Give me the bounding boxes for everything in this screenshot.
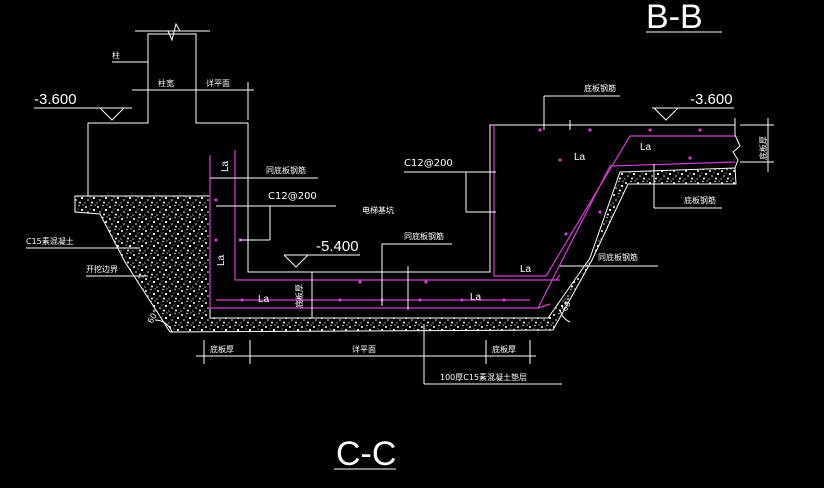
label-bottom-plate-rebar-top: 底板钢筋 [684,195,716,205]
la-label-7: La [640,142,652,153]
rebar-inner-right [493,125,735,277]
break-symbol-column [167,22,181,42]
elev-triangle-right [653,107,679,121]
angle-arc-left [154,319,173,333]
label-plate-thickness-mid: 底板厚 [294,284,304,308]
section-title-bb: B-B [646,0,703,36]
elev-triangle-pit [283,254,309,268]
label-detail-plan-top: 详平面 [206,78,230,88]
concrete-cushion [74,167,737,333]
label-dim-plate-left: 底板厚 [210,344,234,354]
label-rebar-spec-2: C12@200 [404,158,453,169]
rebar-hook [555,274,561,281]
la-label-1: La [220,160,231,172]
rebar-inner-left [234,150,560,281]
elev-triangle-left [99,107,125,121]
label-rebar-spec-1: C12@200 [268,191,317,202]
elevation-right-top: -3.600 [690,91,733,108]
label-c15-concrete: C15素混凝土 [26,236,74,246]
break-symbol-right [732,118,741,169]
rebar-end [537,303,551,309]
la-label-4: La [470,292,482,303]
foundation-outline [87,33,735,273]
la-label-3: La [258,294,270,305]
label-plate-thickness-right: 底板厚 [758,136,768,160]
label-same-plate-rebar-right: 同底板钢筋 [598,252,638,262]
label-dim-plate-right: 底板厚 [492,344,516,354]
elevation-left-top: -3.600 [34,91,77,108]
label-column-width: 柱宽 [158,78,174,88]
label-bottom-plate-rebar-right: 底板钢筋 [584,83,616,93]
label-excavation-line: 开挖边界 [86,264,118,274]
label-same-plate-rebar-2: 同底板钢筋 [404,231,444,241]
la-label-6: La [574,152,586,163]
label-cushion-note: 100厚C15素混凝土垫层 [440,372,527,382]
label-elevator-pit: 电梯基坑 [362,205,394,215]
la-label-5: La [520,264,532,275]
label-dim-detail-plan: 详平面 [352,344,376,354]
elevation-pit-floor: -5.400 [316,238,359,255]
label-same-plate-rebar-1: 同底板钢筋 [266,165,306,175]
la-label-2: La [216,254,227,266]
label-column: 柱 [112,50,120,60]
section-title-cc: C-C [336,435,396,473]
rebar-dots [214,128,702,302]
angle-arc-right [559,309,571,323]
